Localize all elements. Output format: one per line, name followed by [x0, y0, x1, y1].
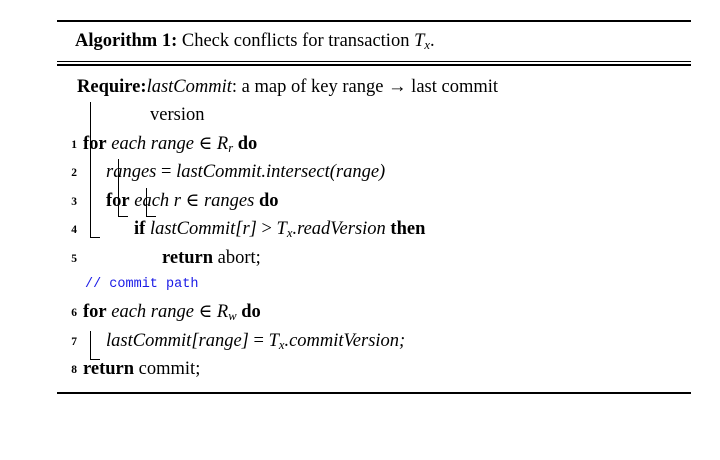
keyword: for: [83, 302, 107, 323]
keyword: return: [162, 247, 214, 268]
identifier: lastCommit.intersect(range): [176, 162, 386, 183]
keyword: if: [134, 219, 146, 240]
operator-or-text: =: [253, 330, 264, 351]
algorithm-line: 5 return abort;: [57, 244, 691, 273]
line-number: 7: [71, 335, 77, 348]
math-variable: T: [268, 330, 279, 351]
operator-or-text: =: [161, 162, 172, 183]
identifier: lastCommit[r]: [149, 219, 257, 240]
algorithm-line: 2 ranges = lastCommit.intersect(range): [57, 158, 691, 187]
algorithm-line: 1 for each range ∈ Rr do: [57, 130, 691, 159]
identifier: each range: [111, 133, 194, 154]
line-content: ranges = lastCommit.intersect(range): [106, 158, 385, 187]
identifier: .readVersion: [292, 219, 386, 240]
math-variable: R: [216, 302, 229, 323]
identifier: .commitVersion;: [284, 330, 406, 351]
figure-top-rule: [57, 20, 691, 22]
line-number: 4: [71, 224, 77, 237]
operator-or-text: ∈: [198, 302, 213, 323]
algorithm-line: 3 for each r ∈ ranges do: [57, 187, 691, 216]
line-content: return commit;: [83, 355, 200, 384]
math-subscript: r: [228, 140, 234, 155]
identifier: each range: [111, 302, 194, 323]
algorithm-title-before: Check conflicts for transaction: [177, 31, 415, 51]
keyword: do: [241, 302, 261, 323]
line-content: for each range ∈ Rw do: [83, 298, 261, 327]
line-number: 5: [71, 252, 77, 265]
algorithm-lines: 1 for each range ∈ Rr do 2 ranges = lastCom…: [57, 130, 691, 384]
operator-or-text: commit;: [138, 359, 201, 380]
math-variable: T: [276, 219, 287, 240]
line-number: 6: [71, 307, 77, 320]
require-line: Require:lastCommit: a map of key range →…: [57, 73, 691, 102]
identifier: ranges: [106, 162, 157, 183]
math-subscript: x: [286, 226, 293, 241]
identifier: lastCommit[range]: [106, 330, 249, 351]
line-number: 8: [71, 364, 77, 377]
algorithm-label: Algorithm 1:: [75, 31, 178, 51]
algorithm-figure: Algorithm 1: Check conflicts for transac…: [57, 20, 691, 394]
algorithm-line: 6 for each range ∈ Rw do: [57, 298, 691, 327]
algorithm-body: Require:lastCommit: a map of key range →…: [57, 66, 691, 392]
line-content: if lastCommit[r] > Tx.readVersion then: [134, 215, 425, 244]
math-subscript: w: [228, 309, 237, 324]
line-number: 3: [71, 195, 77, 208]
require-keyword: Require: [77, 76, 141, 97]
code-comment: // commit path: [85, 277, 199, 293]
keyword: for: [83, 133, 107, 154]
math-subscript: x: [278, 337, 285, 352]
keyword: do: [258, 190, 279, 211]
algorithm-caption: Algorithm 1: Check conflicts for transac…: [57, 22, 691, 61]
keyword: do: [237, 133, 258, 154]
require-variable: lastCommit: [146, 76, 232, 97]
line-number: 1: [71, 138, 77, 151]
algorithm-title-variable: T: [414, 31, 425, 51]
caption-rule-lower: [57, 63, 691, 66]
operator-or-text: ∈: [185, 190, 200, 211]
algorithm-title-after: .: [429, 31, 435, 51]
identifier: each r: [134, 190, 181, 211]
require-colon: :: [140, 76, 147, 97]
require-continuation: version: [150, 105, 205, 126]
algorithm-line: 4 if lastCommit[r] > Tx.readVersion then: [57, 215, 691, 244]
identifier: ranges: [203, 190, 255, 211]
caption-rule-upper: [57, 60, 691, 62]
keyword: then: [390, 219, 426, 240]
algorithm-title-subscript: x: [424, 38, 430, 53]
line-content: for each r ∈ ranges do: [106, 187, 279, 216]
comment-line: // commit path: [57, 272, 691, 298]
algorithm-line: 7 lastCommit[range] = Tx.commitVersion;: [57, 327, 691, 356]
operator-or-text: ∈: [198, 133, 213, 154]
require-content: Require:lastCommit: a map of key range →…: [77, 73, 498, 102]
keyword: return: [83, 359, 135, 380]
math-variable: R: [216, 133, 229, 154]
require-continuation-line: version: [57, 101, 691, 130]
algorithm-line: 8 return commit;: [57, 355, 691, 384]
line-content: lastCommit[range] = Tx.commitVersion;: [106, 327, 405, 356]
line-content: for each range ∈ Rr do: [83, 130, 257, 159]
operator-or-text: abort;: [217, 247, 261, 268]
line-number: 2: [71, 167, 77, 180]
line-content: return abort;: [162, 244, 261, 273]
keyword: for: [106, 190, 130, 211]
operator-or-text: >: [261, 219, 272, 240]
figure-bottom-rule: [57, 391, 691, 394]
require-description: : a map of key range → last commit: [231, 76, 499, 97]
